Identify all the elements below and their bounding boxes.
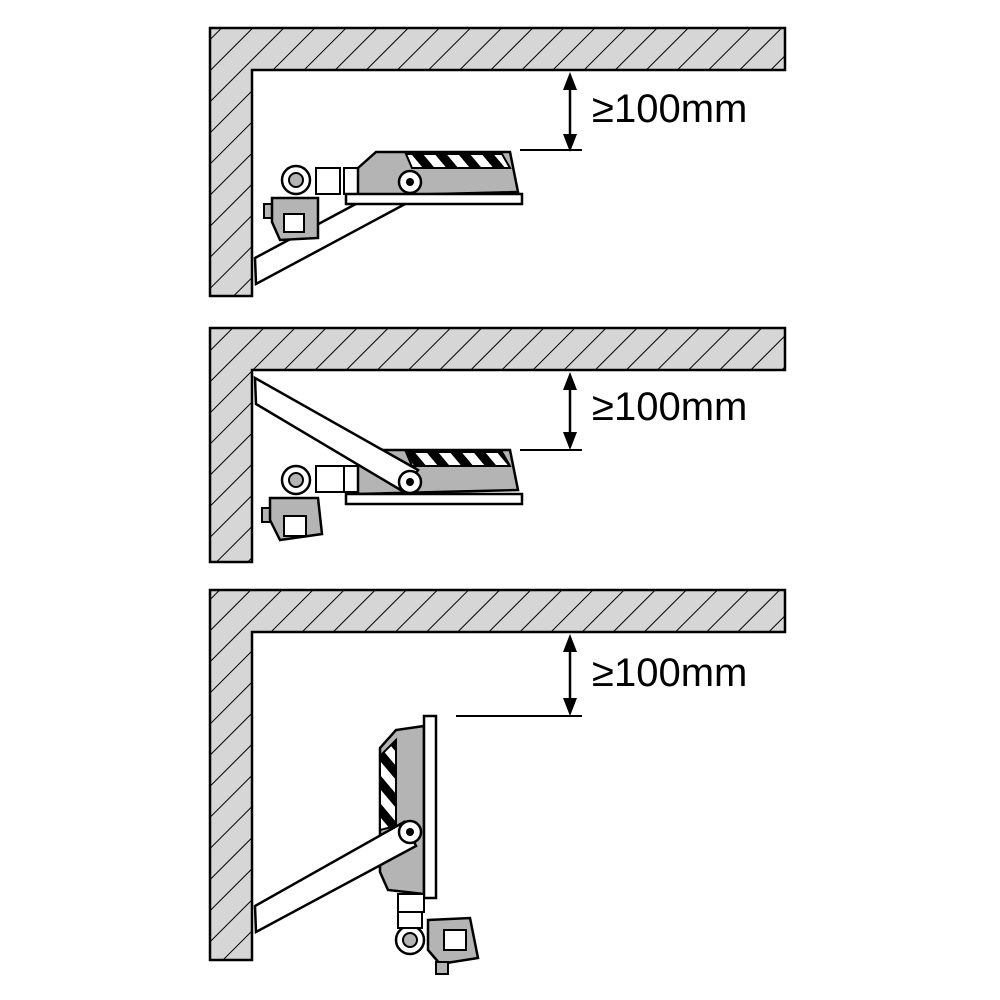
motion-sensor bbox=[261, 464, 345, 542]
motion-sensor bbox=[263, 164, 341, 242]
floodlight bbox=[343, 150, 524, 206]
clearance-label: ≥100mm bbox=[592, 651, 747, 695]
clearance-label: ≥100mm bbox=[592, 385, 747, 429]
clearance-dimension: ≥100mm bbox=[520, 372, 747, 451]
clearance-dimension: ≥100mm bbox=[520, 72, 747, 152]
panel-3: ≥100mm bbox=[208, 588, 787, 975]
floodlight bbox=[378, 714, 438, 913]
pivot-bolt bbox=[406, 828, 414, 836]
ceiling-wall-section bbox=[208, 588, 787, 962]
mounting-bracket-arm bbox=[253, 820, 418, 935]
clearance-dimension: ≥100mm bbox=[456, 634, 747, 717]
pivot-bolt bbox=[406, 478, 414, 486]
ceiling-wall-section bbox=[208, 326, 787, 564]
panel-2: ≥100mm bbox=[208, 326, 787, 564]
motion-sensor bbox=[394, 911, 480, 975]
clearance-label: ≥100mm bbox=[592, 87, 747, 131]
panel-1: ≥100mm bbox=[208, 26, 787, 298]
ceiling-wall-section bbox=[208, 26, 787, 298]
